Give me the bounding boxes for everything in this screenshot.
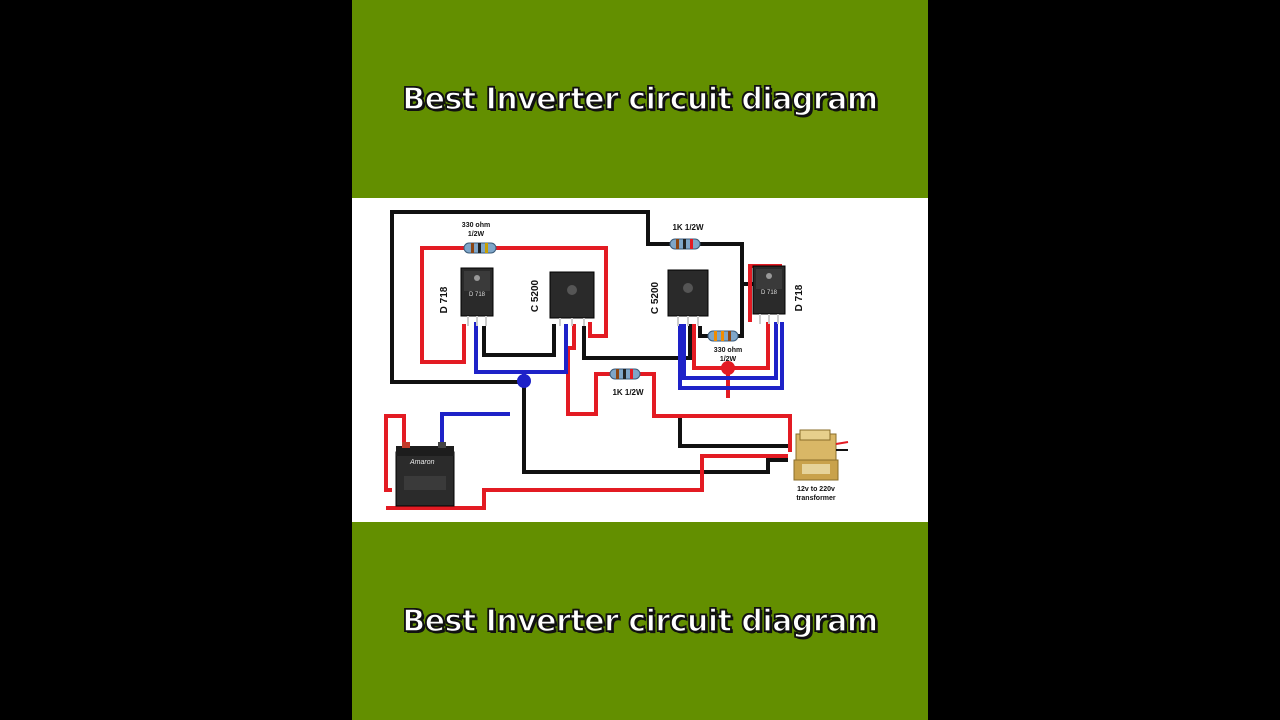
wire-black-to-r3 bbox=[698, 326, 708, 338]
resistor-r3-power: 1/2W bbox=[720, 356, 737, 363]
wire-black-outer-loop bbox=[390, 210, 650, 384]
wire-black-center-to-transformer bbox=[522, 382, 788, 474]
transistor-q2: C 5200 bbox=[530, 271, 595, 326]
black-wires bbox=[390, 210, 790, 474]
bottom-title: Best Inverter circuit diagram bbox=[402, 603, 879, 640]
transistor-q4: D 718 D 718 bbox=[752, 265, 805, 324]
transistor-q4-label: D 718 bbox=[794, 284, 805, 311]
transformer-label-line1: 12v to 220v bbox=[797, 486, 835, 493]
wire-red-q3-node bbox=[692, 324, 730, 398]
wire-black-to-r2 bbox=[646, 240, 670, 246]
battery-brand: Amaron bbox=[409, 459, 435, 466]
wire-blue-q2-node bbox=[524, 324, 568, 374]
battery: Amaron bbox=[395, 442, 455, 507]
resistor-r2: 1K 1/2W bbox=[669, 223, 704, 250]
wire-blue-q3-q4-inner bbox=[682, 322, 778, 380]
circuit-diagram-panel: 330 ohm 1/2W 1K 1/2W 330 ohm 1/2W 1K 1/2… bbox=[352, 198, 928, 522]
video-frame: Best Inverter circuit diagram bbox=[352, 0, 928, 720]
wire-red-battery-plus bbox=[384, 414, 406, 492]
resistor-r2-value: 1K 1/2W bbox=[672, 223, 704, 232]
transistor-q4-marking: D 718 bbox=[761, 290, 778, 296]
wire-red-q1-collector bbox=[420, 246, 466, 364]
wire-black-r3-out bbox=[737, 284, 744, 338]
wire-blue-battery-minus bbox=[440, 412, 510, 444]
wire-red-node-q4 bbox=[728, 322, 770, 370]
resistor-r1: 330 ohm 1/2W bbox=[462, 222, 497, 254]
resistor-r1-value: 330 ohm bbox=[462, 222, 490, 229]
resistor-r3: 330 ohm 1/2W bbox=[707, 330, 742, 363]
resistor-r1-power: 1/2W bbox=[468, 231, 485, 238]
resistor-r4: 1K 1/2W bbox=[609, 368, 644, 397]
red-wires bbox=[384, 246, 792, 510]
transistor-q1: D 718 D 718 bbox=[439, 267, 494, 326]
transistor-q2-label: C 5200 bbox=[530, 279, 541, 312]
wire-red-r4-transformer bbox=[640, 372, 792, 452]
transistor-q3-label: C 5200 bbox=[650, 281, 661, 314]
circuit-diagram: 330 ohm 1/2W 1K 1/2W 330 ohm 1/2W 1K 1/2… bbox=[384, 210, 849, 510]
resistor-r4-value: 1K 1/2W bbox=[612, 388, 644, 397]
resistor-r3-value: 330 ohm bbox=[714, 347, 742, 354]
wire-black-to-transformer-top bbox=[678, 415, 790, 448]
wire-blue-q3-q4 bbox=[678, 322, 784, 390]
top-title: Best Inverter circuit diagram bbox=[402, 81, 879, 118]
wire-red-battery-transformer bbox=[386, 454, 788, 510]
transistor-q1-label: D 718 bbox=[439, 286, 450, 313]
wire-black-q2-q3 bbox=[582, 324, 692, 360]
wire-black-q1-q2 bbox=[482, 324, 556, 357]
transformer: 12v to 220v transformer bbox=[793, 429, 849, 502]
junction-blue-dot bbox=[517, 374, 531, 388]
junction-red-dot bbox=[721, 361, 735, 375]
wire-red-r1-q2 bbox=[496, 246, 608, 338]
transformer-label-line2: transformer bbox=[796, 495, 836, 502]
wire-red-q2-r4 bbox=[566, 324, 610, 416]
transistor-q1-marking: D 718 bbox=[469, 292, 486, 298]
transistor-q3: C 5200 bbox=[650, 269, 709, 326]
